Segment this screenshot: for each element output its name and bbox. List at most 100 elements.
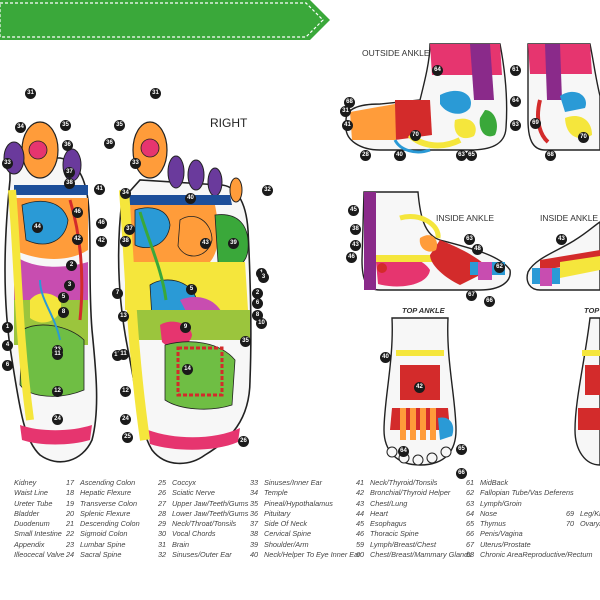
legend-number: 62	[466, 488, 475, 498]
marker-64: 64	[432, 65, 443, 76]
marker-11: 11	[118, 349, 129, 360]
inside-ankle-label-1: INSIDE ANKLE	[436, 213, 495, 223]
legend-number: 36	[250, 508, 259, 518]
marker-63: 63	[510, 120, 521, 131]
marker-70: 70	[578, 132, 589, 143]
legend-number: 44	[356, 508, 365, 518]
legend-text: Kidney	[14, 478, 37, 487]
marker-63: 63	[456, 150, 467, 161]
marker-37: 37	[64, 167, 75, 178]
marker-31: 31	[340, 106, 351, 117]
legend-text: Descending Colon	[80, 519, 140, 529]
legend-text: Sciatic Nerve	[172, 488, 215, 498]
legend-text: Penis/Vagina	[480, 529, 523, 539]
legend-number: 40	[250, 550, 259, 560]
marker-14: 14	[182, 364, 193, 375]
marker-38: 38	[350, 224, 361, 235]
marker-68: 68	[344, 97, 355, 108]
marker-46: 46	[96, 218, 107, 229]
legend-text: Thymus	[480, 519, 506, 529]
legend-item: 18 Hepatic Flexure	[66, 488, 140, 498]
legend-text: Duodenum	[14, 519, 50, 529]
legend-number: 25	[158, 478, 167, 487]
marker-3: 3	[258, 272, 269, 283]
marker-33: 33	[2, 158, 13, 169]
legend-text: Vocal Chords	[172, 529, 216, 539]
marker-9: 9	[180, 322, 191, 333]
legend-text: Brain	[172, 539, 190, 549]
marker-8: 8	[252, 310, 263, 321]
marker-35: 35	[60, 120, 71, 131]
legend-text: Ascending Colon	[80, 478, 136, 487]
legend-text: MidBack	[480, 478, 508, 487]
legend-number: 38	[250, 529, 259, 539]
legend-text: Neck/Helper To Eye Inner Ear	[264, 550, 361, 560]
marker-66: 66	[456, 468, 467, 479]
legend-text: Hepatic Flexure	[80, 488, 132, 498]
legend-number: 60	[356, 550, 365, 560]
marker-38: 38	[64, 178, 75, 189]
marker-43: 43	[200, 238, 211, 249]
legend-text: Uterus/Prostate	[480, 539, 531, 549]
marker-5: 5	[186, 284, 197, 295]
legend-text: Lymph/Groin	[480, 498, 522, 508]
legend-text: Pineal/Hypothalamus	[264, 498, 333, 508]
legend-text: Ureter Tube	[14, 498, 53, 508]
legend-number: 18	[66, 488, 75, 498]
marker-43: 43	[350, 240, 361, 251]
legend-text: Lumbar Spine	[80, 539, 126, 549]
legend-text: Lower Jaw/Teeth/Gums	[172, 508, 249, 518]
legend-number: 43	[356, 498, 365, 508]
legend-text: Sinuses/Outer Ear	[172, 550, 232, 560]
legend-text: Splenic Flexure	[80, 508, 131, 518]
legend-number: 69	[566, 508, 575, 518]
legend-text: Illeocecal Valve	[14, 550, 65, 560]
marker-31: 31	[25, 88, 36, 99]
legend-text: Appendix	[14, 539, 45, 549]
marker-34: 34	[15, 122, 26, 133]
legend-item: Illeocecal Valve	[0, 550, 64, 560]
marker-25: 25	[122, 432, 133, 443]
legend-text: Ovary/T	[580, 519, 600, 529]
top-ankle-label-1: TOP ANKLE	[402, 306, 445, 315]
marker-2: 2	[66, 260, 77, 271]
legend-text: Pituitary	[264, 508, 291, 518]
legend-number: 17	[66, 478, 75, 487]
legend-item: Appendix	[0, 540, 64, 550]
legend-item: 36 Pituitary	[250, 509, 361, 519]
marker-6: 6	[2, 360, 13, 371]
legend-number: 68	[466, 550, 475, 560]
legend-number: 19	[66, 498, 75, 508]
marker-12: 12	[52, 386, 63, 397]
marker-70: 70	[410, 130, 421, 141]
marker-41: 41	[94, 184, 105, 195]
marker-5: 5	[58, 292, 69, 303]
marker-2: 2	[252, 288, 263, 299]
marker-13: 13	[118, 311, 129, 322]
legend-text: Sigmoid Colon	[80, 529, 128, 539]
legend-text: Bladder	[14, 508, 40, 518]
marker-33: 33	[130, 158, 141, 169]
marker-48: 48	[472, 244, 483, 255]
legend-number: 30	[158, 529, 167, 539]
